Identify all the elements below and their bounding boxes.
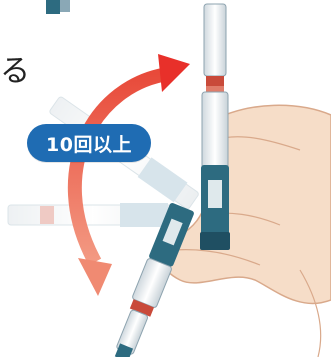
repeat-count-badge: 10回以上 — [27, 124, 151, 162]
insulin-pen-upright-icon — [200, 4, 230, 250]
badge-label: 10回以上 — [46, 130, 132, 157]
ghost-pen-horizontal-icon — [8, 203, 178, 227]
top-pen-fragment-icon — [46, 0, 70, 14]
instruction-text-fragment: る — [0, 46, 26, 90]
